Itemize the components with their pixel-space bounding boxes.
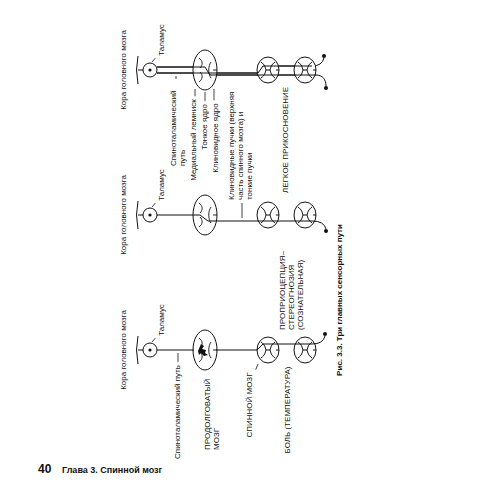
modality-label: ЛЕГКОЕ ПРИКОСНОВЕНИЕ [281,87,290,193]
medulla-section [193,50,217,90]
cortex-label: Кора головного мозга [119,30,128,110]
spinal-cord-section [294,337,316,363]
tract-label: Клиновидные пучки (верхняя часть спинног… [227,90,255,200]
pain-pathway [137,336,158,364]
modality-label: БОЛЬ (ТЕМПЕРАТУРА) [283,367,292,454]
thalamus-nucleus [148,68,151,71]
thalamus-label: Таламус [157,304,166,336]
ganglion [324,229,328,233]
spinal-cord-section [257,202,279,228]
proprioception-pathway [137,201,158,229]
thalamus-label: Таламус [157,169,166,201]
leader-line [176,76,177,79]
spinal-cord-section [257,337,279,363]
leader-line [178,353,179,362]
medulla-nucleus [198,344,208,356]
region-label: СПИННОЙ МОЗГ [245,372,254,437]
tract-line [157,66,316,75]
page-number: 40 [38,463,51,477]
leader-line [152,338,155,342]
modality-label: ПРОПРИОЦЕПЦИЯ–СТЕРЕОГНОЗИЯ (СОЗНАТЕЛЬНАЯ… [278,230,306,330]
running-head: Глава 3. Спинной мозг [62,465,162,475]
structure-label: Клиновидное ядро [211,103,220,173]
cortex-label: Кора головного мозга [119,310,128,390]
leader-line [242,203,243,218]
ganglion [323,332,327,336]
spinal-cord-section [294,57,316,83]
ganglion [324,86,328,90]
thalamus-nucleus [148,348,151,351]
tract-label: Спиноталамический путь [173,365,182,459]
tract-line [157,215,326,229]
structure-label: Тонкое ядро [200,104,209,150]
region-label: ПРОДОЛГОВАТЫЙ МОЗГ [203,374,221,450]
thalamus-label: Таламус [157,24,166,56]
leader-line [205,92,206,101]
leader-line [256,364,258,370]
spinal-cord-section [294,202,316,228]
medulla-section [193,330,217,370]
touch-pathway [137,56,327,86]
tract-line [157,336,325,350]
leader-line [152,203,155,207]
cortex-label: Кора головного мозга [119,175,128,255]
thalamus-nucleus [148,213,151,216]
leader-line [152,58,155,62]
leader-line [195,89,196,96]
figure-caption: Рис. 3.3. Три главных сенсорных пути [335,224,344,376]
ganglion [322,54,326,58]
structure-label: Медиальный лемниск [189,99,198,180]
tract-label: Спиноталамический путь [169,82,187,166]
leader-line [214,89,215,100]
